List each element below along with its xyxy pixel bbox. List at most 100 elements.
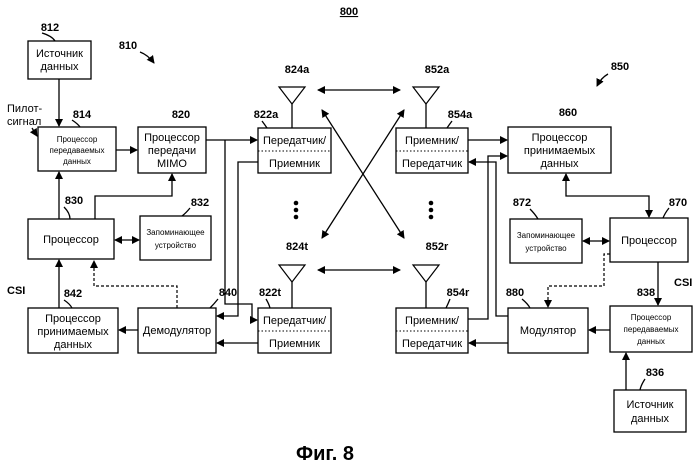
memory-right: Запоминающее устройство xyxy=(510,219,582,263)
svg-text:Процессор: Процессор xyxy=(144,132,200,144)
transmitter-receiver-822a: Передатчик/ Приемник xyxy=(258,128,331,173)
ref-854a: 854a xyxy=(448,109,473,121)
ref-836: 836 xyxy=(646,367,664,379)
svg-text:MIMO: MIMO xyxy=(157,158,187,170)
leader-812 xyxy=(42,33,55,41)
leader-822a xyxy=(262,121,267,128)
csi-label-right: CSI xyxy=(674,277,692,289)
leader-814 xyxy=(72,120,80,127)
leader-822t xyxy=(266,299,270,308)
csi-label-left: CSI xyxy=(7,285,25,297)
leader-854r xyxy=(446,299,450,308)
pilot-arrow xyxy=(32,128,37,136)
svg-text:данных: данных xyxy=(40,61,79,73)
pilot-label-line1: Пилот- xyxy=(7,103,43,115)
leader-880 xyxy=(522,299,530,308)
svg-text:Процессор: Процессор xyxy=(57,135,98,144)
svg-text:Запоминающее: Запоминающее xyxy=(517,231,576,240)
svg-text:данных: данных xyxy=(637,337,665,346)
svg-text:Приемник: Приемник xyxy=(269,158,320,170)
antenna-824a xyxy=(279,87,305,128)
leader-854a xyxy=(447,121,452,128)
system-label-left: 810 xyxy=(119,40,137,52)
svg-text:Источник: Источник xyxy=(36,48,83,60)
rx-data-processor-right: Процессор принимаемых данных xyxy=(508,127,611,173)
svg-text:Приемник: Приемник xyxy=(269,338,320,350)
ref-852a: 852a xyxy=(425,64,450,76)
svg-text:Модулятор: Модулятор xyxy=(520,325,576,337)
ref-842: 842 xyxy=(64,288,82,300)
leader-872 xyxy=(530,209,538,219)
svg-text:Демодулятор: Демодулятор xyxy=(143,325,211,337)
svg-text:Передатчик: Передатчик xyxy=(402,158,462,170)
tx-data-processor-right: Процессор передаваемых данных xyxy=(610,306,692,352)
svg-text:Процессор: Процессор xyxy=(532,132,588,144)
ref-852r: 852r xyxy=(426,241,449,253)
svg-text:данных: данных xyxy=(63,157,91,166)
tx-mimo-processor: Процессор передачи MIMO xyxy=(138,127,206,173)
ellipsis-dots-right xyxy=(429,201,434,220)
figure-caption: Фиг. 8 xyxy=(296,443,354,465)
ref-872: 872 xyxy=(513,197,531,209)
svg-text:принимаемых: принимаемых xyxy=(37,326,109,338)
data-source-left: Источник данных xyxy=(28,41,91,79)
leader-832 xyxy=(182,208,190,216)
svg-text:устройство: устройство xyxy=(155,241,197,250)
ref-838: 838 xyxy=(637,287,655,299)
leader-836 xyxy=(640,379,645,390)
svg-text:Приемник/: Приемник/ xyxy=(405,135,460,147)
ref-822a: 822a xyxy=(254,109,279,121)
svg-text:устройство: устройство xyxy=(525,244,567,253)
ref-830: 830 xyxy=(65,195,83,207)
ref-820: 820 xyxy=(172,109,190,121)
processor-left: Процессор xyxy=(28,219,114,259)
ref-870: 870 xyxy=(669,197,687,209)
demodulator: Демодулятор xyxy=(138,308,216,353)
svg-text:данных: данных xyxy=(631,413,670,425)
svg-text:Передатчик: Передатчик xyxy=(402,338,462,350)
svg-text:Источник: Источник xyxy=(627,399,674,411)
figure-number: 800 xyxy=(340,6,358,18)
ref-840: 840 xyxy=(219,287,237,299)
ref-824t: 824t xyxy=(286,241,308,253)
receiver-transmitter-854r: Приемник/ Передатчик xyxy=(396,308,468,353)
svg-text:Передатчик/: Передатчик/ xyxy=(263,135,327,147)
ref-814: 814 xyxy=(73,109,92,121)
ref-880: 880 xyxy=(506,287,524,299)
leader-842 xyxy=(64,300,72,308)
ref-822t: 822t xyxy=(259,287,281,299)
leader-840 xyxy=(210,299,218,308)
antenna-852r xyxy=(413,265,439,308)
svg-text:Процессор: Процессор xyxy=(45,313,101,325)
data-source-right: Источник данных xyxy=(614,390,686,432)
svg-text:Запоминающее: Запоминающее xyxy=(146,228,205,237)
svg-text:Передатчик/: Передатчик/ xyxy=(263,315,327,327)
leader-830 xyxy=(64,207,70,219)
svg-text:данных: данных xyxy=(540,158,579,170)
svg-text:данных: данных xyxy=(54,339,93,351)
modulator: Модулятор xyxy=(508,308,588,353)
leader-870 xyxy=(663,208,669,218)
transmitter-receiver-822t: Передатчик/ Приемник xyxy=(258,308,331,353)
receiver-transmitter-854a: Приемник/ Передатчик xyxy=(396,128,468,173)
ref-832: 832 xyxy=(191,197,209,209)
svg-text:Процессор: Процессор xyxy=(621,235,677,247)
antenna-824t xyxy=(279,265,305,308)
svg-text:Процессор: Процессор xyxy=(43,234,99,246)
system-label-right: 850 xyxy=(611,61,629,73)
ref-812: 812 xyxy=(41,22,59,34)
system-pointer-right xyxy=(597,74,608,86)
system-pointer-left xyxy=(140,52,154,63)
antenna-852a xyxy=(413,87,439,128)
ref-854r: 854r xyxy=(447,287,470,299)
svg-text:передаваемых: передаваемых xyxy=(624,325,679,334)
pilot-label-line2: сигнал xyxy=(7,116,41,128)
svg-text:передачи: передачи xyxy=(148,145,196,157)
svg-text:передаваемых: передаваемых xyxy=(50,146,105,155)
ref-860: 860 xyxy=(559,107,577,119)
memory-left: Запоминающее устройство xyxy=(140,216,211,260)
svg-text:Процессор: Процессор xyxy=(631,313,672,322)
tx-data-processor-left: Процессор передаваемых данных xyxy=(38,127,116,171)
